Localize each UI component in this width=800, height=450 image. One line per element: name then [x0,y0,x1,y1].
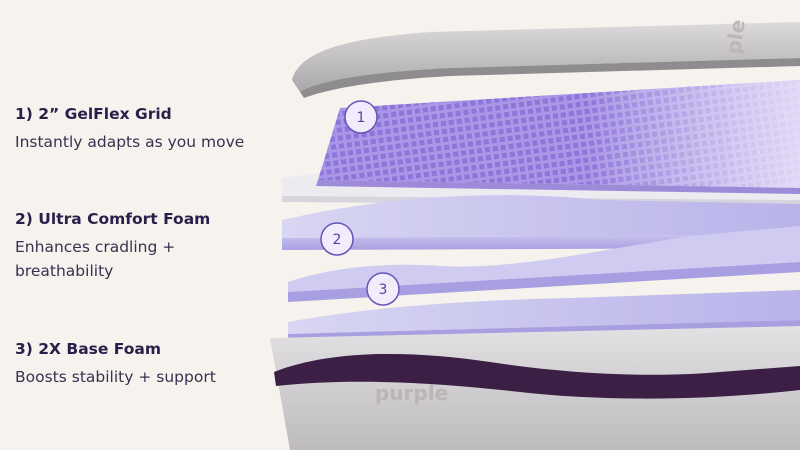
layer-badge-1: 1 [344,100,378,134]
layer-item-gelflex-grid: 1) 2” GelFlex Grid Instantly adapts as y… [15,103,270,154]
layer-item-base-foam: 3) 2X Base Foam Boosts stability + suppo… [15,338,270,389]
svg-text:1: 1 [357,110,366,126]
foam-layer-wavy [288,226,800,302]
layer-descriptions: 1) 2” GelFlex Grid Instantly adapts as y… [0,0,270,450]
layer-title: 3) 2X Base Foam [15,340,162,358]
layer-description: Boosts stability + support [15,368,216,386]
layer-badge-3: 3 [366,272,400,306]
base-dark-stripe [274,353,800,399]
mattress-layers-illustration: ple purple 1 2 3 [270,18,800,450]
layer-badge-2: 2 [320,222,354,256]
layer-description: Enhances cradling + breathability [15,238,176,280]
svg-text:ple: ple [721,18,750,56]
layer-item-ultra-comfort-foam: 2) Ultra Comfort Foam Enhances cradling … [15,208,270,283]
mattress-base-cover: purple [270,326,800,450]
svg-text:3: 3 [379,282,388,298]
layer-title: 2) Ultra Comfort Foam [15,210,211,228]
gelflex-grid-layer [316,80,800,194]
layer-title: 1) 2” GelFlex Grid [15,105,172,123]
base-brand-logo: purple [375,381,448,405]
svg-text:2: 2 [333,232,342,248]
layer-description: Instantly adapts as you move [15,133,245,151]
mattress-cover-top: ple [292,18,800,98]
